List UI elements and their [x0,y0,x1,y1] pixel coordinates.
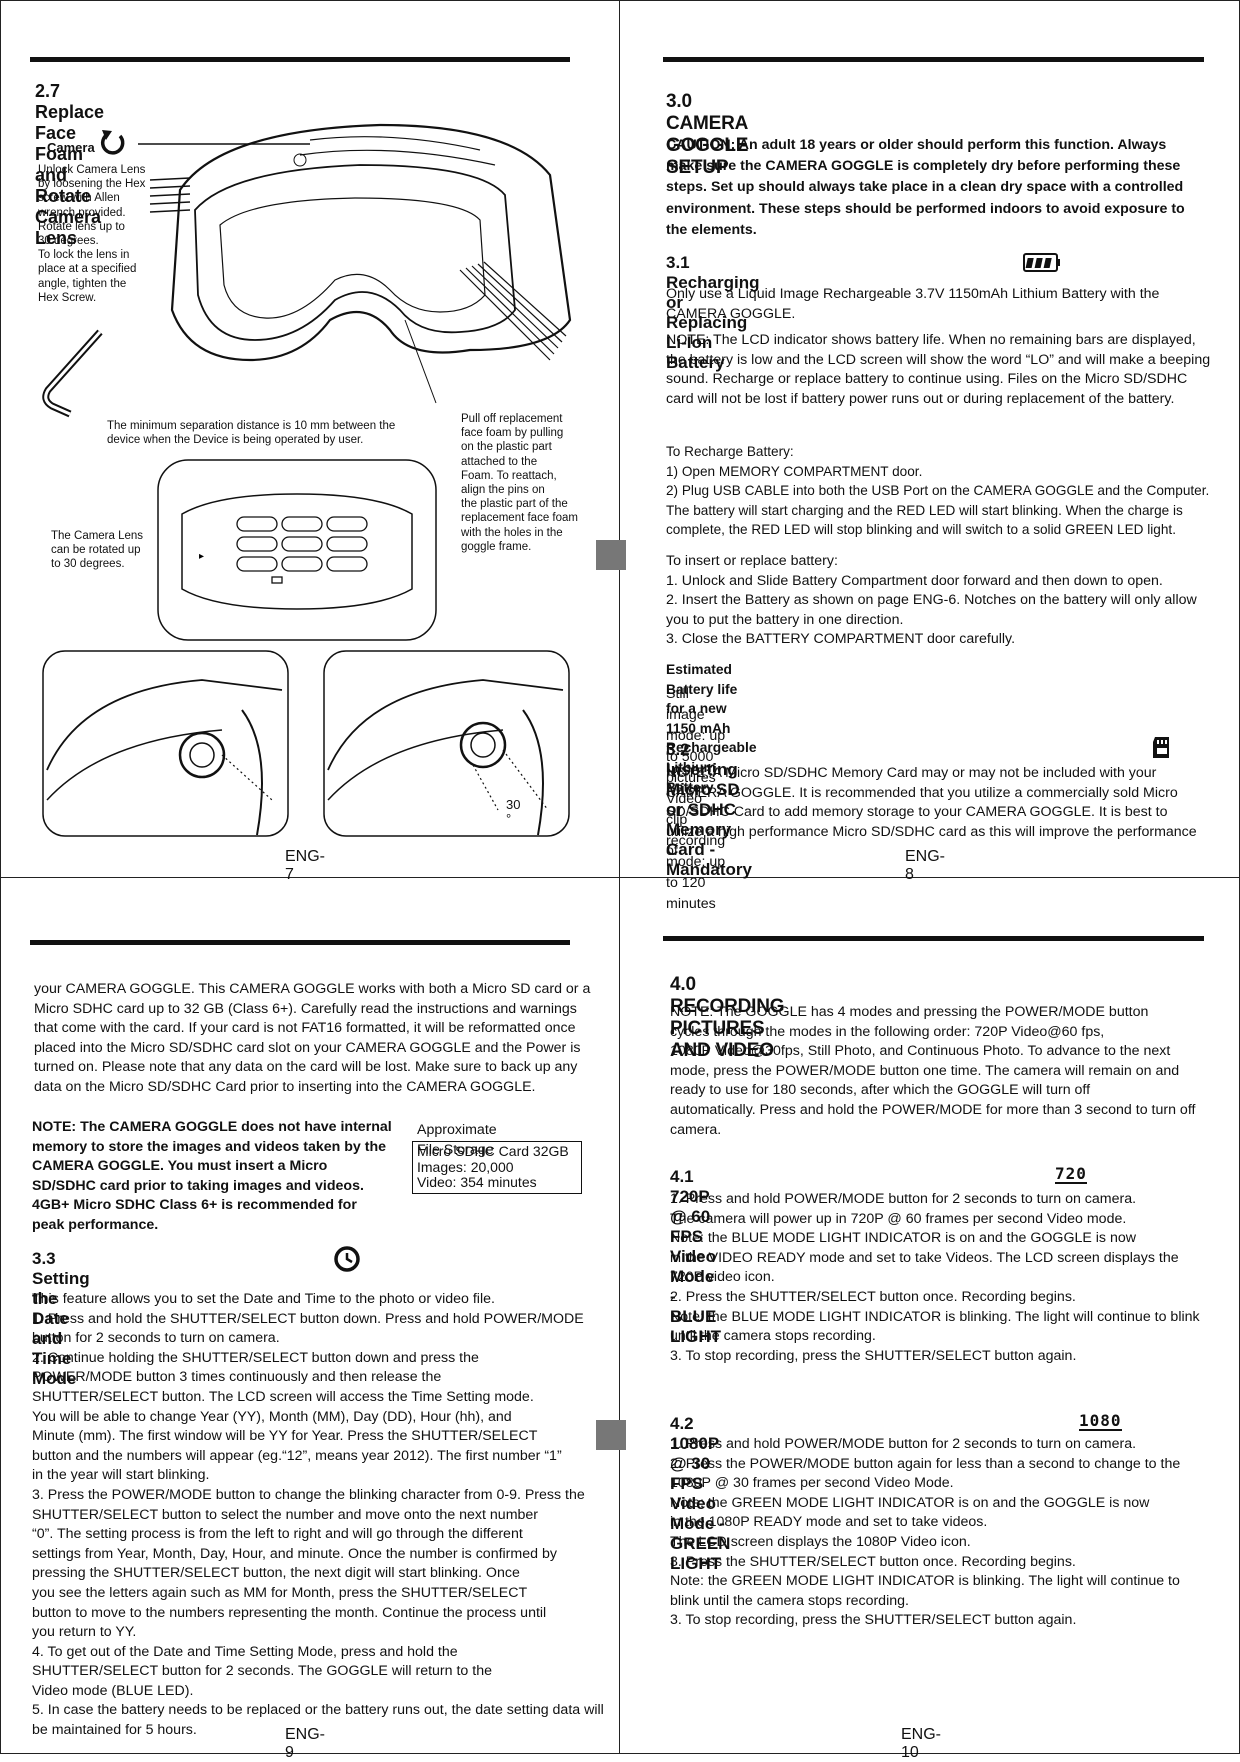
header-rule [30,57,570,62]
1080p-instructions: 1. Press and hold POWER/MODE button for … [670,1436,1181,1629]
insert-battery-instructions: To insert or replace battery: 1. Unlock … [666,553,1197,648]
storage-title: Approximate File Storage [417,1122,497,1158]
section-title: 3.0 CAMERA GOGGLE SETUP [666,91,749,178]
memory-card-text: your CAMERA GOGGLE. This CAMERA GOGGLE w… [34,981,591,1095]
section-4-1-title: 4.1 720P @ 60 FPS Video Mode - BLUE LIGH… [670,1167,721,1346]
page-tab-marker [596,540,626,570]
storage-images: Images: 20,000 [417,1158,514,1175]
battery-usage-text: Only use a Liquid Image Rechargeable 3.7… [666,286,1160,322]
unlock-instructions: Unlock Camera Lens by loosening the Hex … [38,164,146,304]
section-title: 2.7 Replace Face Foam and Rotate Camera … [35,81,105,248]
page-number: ENG-7 [285,848,325,883]
memory-card-note: NOTE: A Micro SD/SDHC Memory Card may or… [666,765,1197,860]
page-number: ENG-9 [285,1726,325,1761]
section-4-2-title: 4.2 1080P @ 30 FPS Video Mode - GREEN LI… [670,1414,731,1573]
720p-mode-icon: 720 [1055,1164,1087,1184]
720p-instructions: 1. Press and hold POWER/MODE button for … [670,1191,1200,1364]
goggle-illustration [138,123,572,404]
battery-life-title: Estimated Battery life for a new 1150 mA… [666,662,757,795]
page-number: ENG-10 [901,1726,941,1761]
section-3-2-title: 3.2 Inserting Micro SD or SDHC Memory Ca… [666,740,752,879]
recording-intro: NOTE: The GOGGLE has 4 modes and pressin… [670,1004,1196,1138]
section-3-1-title: 3.1 Recharging or Replacing Li-Ion Batte… [666,253,760,372]
header-rule [663,936,1204,941]
horizontal-divider [0,877,1240,878]
header-rule [30,940,570,945]
allen-wrench-icon [42,329,103,418]
rotation-note: The Camera Lens can be rotated up to 30 … [51,530,144,571]
caution-text: CAUTION: An adult 18 years or older shou… [666,137,1185,238]
battery-life-text: Still image mode: up to 5000 pictures Vi… [666,686,726,912]
header-rule [663,57,1204,62]
storage-box: Micro SDHC Card 32GB Images: 20,000 Vide… [412,1141,582,1194]
angle-label: 30 ° [506,797,521,827]
clock-icon [334,1246,360,1272]
battery-note-text: NOTE: The LCD indicator shows battery li… [666,332,1211,407]
storage-card: Micro SDHC Card 32GB [417,1143,569,1159]
storage-video: Video: 354 minutes [417,1174,537,1190]
rotate-icon [100,130,125,155]
recharge-instructions: To Recharge Battery: 1) Open MEMORY COMP… [666,444,1210,538]
section-3-3-title: 3.3 Setting the Date and Time Mode [32,1249,90,1388]
face-foam-instructions: Pull off replacement face foam by pullin… [461,413,578,553]
page-tab-marker [596,1420,626,1450]
section-title: 4.0 RECORDING PICTURES AND VIDEO [670,974,785,1061]
svg-text:▸: ▸ [199,551,204,562]
1080p-mode-icon: 1080 [1079,1411,1122,1431]
date-time-instructions: This feature allows you to set the Date … [32,1291,604,1739]
separation-note: The minimum separation distance is 10 mm… [107,420,396,447]
sd-card-icon [1153,737,1169,758]
camera-label: Camera [47,140,95,155]
lens-angle-illustration-left [42,650,289,837]
lens-closeup-illustration: ▸ [157,459,437,641]
internal-memory-note: NOTE: The CAMERA GOGGLE does not have in… [32,1119,392,1233]
page-number: ENG-8 [905,848,945,883]
battery-icon [1023,253,1060,272]
lens-angle-illustration-right [323,650,570,837]
